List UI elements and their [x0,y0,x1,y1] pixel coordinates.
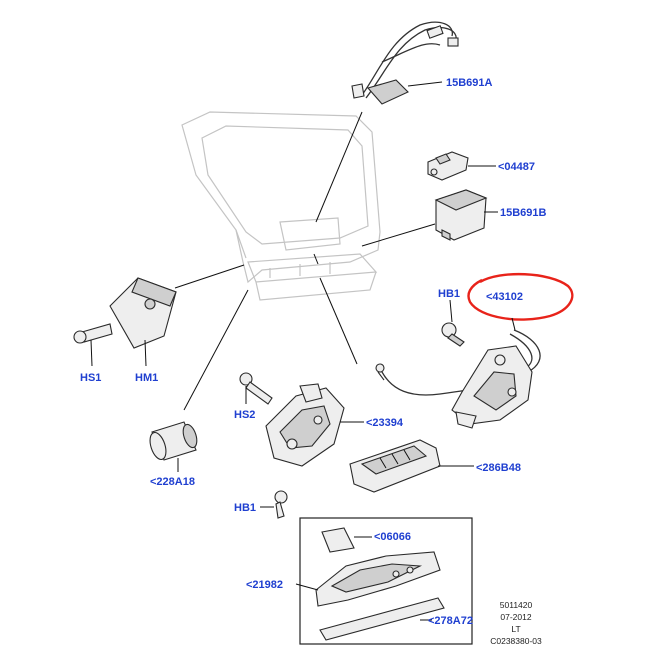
highlight-circle [467,272,574,321]
part-286B48-handle [349,439,474,493]
label-hm1: HM1 [135,372,158,384]
part-15B691B-module [434,189,498,241]
part-43102-latch-cable [375,317,541,429]
part-15B691A-harness [351,21,459,105]
label-23394: <23394 [366,417,404,429]
label-hb1-bottom: HB1 [234,502,256,514]
part-hb1-bolt-bottom [260,490,288,519]
meta-code: LT [511,624,520,634]
label-15B691A: 15B691A [446,77,493,89]
label-04487: <04487 [498,161,535,173]
label-hs2: HS2 [234,409,255,421]
label-06066: <06066 [374,531,411,543]
part-hs1-bolt [73,323,113,367]
part-hm1-striker [109,277,177,367]
label-43102: <43102 [486,291,523,303]
part-hs2-bolt [239,372,273,405]
label-hs1: HS1 [80,372,101,384]
leader-lines [174,111,436,411]
subassembly-box [295,517,473,645]
part-04487-switch [427,151,496,181]
drawing-metadata: 5011420 07-2012 LT C0238380-03 [490,600,542,646]
label-228A18: <228A18 [150,476,195,488]
meta-ref-number: 5011420 [500,600,533,610]
part-23394-latch [265,383,364,467]
part-hb1-bolt-top [441,299,465,347]
meta-date: 07-2012 [500,612,531,622]
meta-drawing-id: C0238380-03 [490,636,542,646]
label-21982: <21982 [246,579,283,591]
part-228A18-bumper [149,421,198,472]
label-278A72: <278A72 [428,615,473,627]
tailgate-outline [181,111,381,301]
label-15B691B: 15B691B [500,207,547,219]
label-hb1-top: HB1 [438,288,460,300]
label-286B48: <286B48 [476,462,521,474]
